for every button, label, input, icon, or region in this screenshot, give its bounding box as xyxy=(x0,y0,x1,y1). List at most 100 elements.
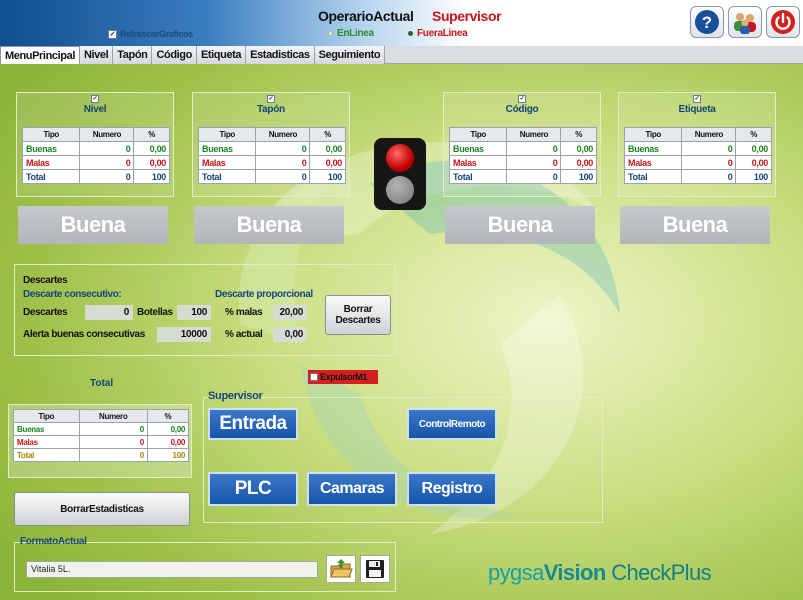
power-icon xyxy=(771,10,795,34)
traffic-light-indicator xyxy=(374,138,426,210)
tab-etiqueta[interactable]: Etiqueta xyxy=(196,46,247,64)
column-header: % xyxy=(309,127,346,142)
row-percent: 0,00 xyxy=(309,141,346,156)
bad-percent-label: % malas xyxy=(225,307,263,318)
column-header: Tipo xyxy=(21,127,81,142)
row-number: 0 xyxy=(681,141,737,156)
plc-button[interactable]: PLC xyxy=(208,472,298,506)
title-bar: ✓ RefrescarGraficos OperarioActual Super… xyxy=(0,0,803,46)
help-button[interactable]: ? xyxy=(690,6,724,38)
clear-statistics-button[interactable]: BorrarEstadisticas xyxy=(14,492,190,526)
checkbox-icon[interactable]: ✓ xyxy=(693,95,701,103)
save-disk-icon xyxy=(366,560,384,578)
tab-menu-principal[interactable]: MenuPrincipal xyxy=(0,46,80,65)
format-title: FormatoActual xyxy=(20,536,87,547)
tab-tapon[interactable]: Tapón xyxy=(113,46,153,64)
status-offline: FueraLinea xyxy=(408,28,468,39)
checkbox-icon[interactable]: ✓ xyxy=(108,29,117,39)
row-type: Buenas xyxy=(448,141,508,156)
row-percent: 0,00 xyxy=(146,435,190,449)
red-light-icon xyxy=(386,144,414,172)
column-header: Numero xyxy=(78,409,148,423)
offline-indicator-icon xyxy=(408,31,413,36)
bottles-value[interactable]: 100 xyxy=(177,305,211,320)
tab-codigo[interactable]: Código xyxy=(152,46,197,64)
discard-panel: Descartes Descarte consecutivo: Descarte… xyxy=(14,264,396,356)
row-number: 0 xyxy=(79,169,135,184)
column-header: Tipo xyxy=(197,127,257,142)
row-type: Malas xyxy=(623,155,683,170)
row-number: 0 xyxy=(506,155,562,170)
row-number: 0 xyxy=(255,155,311,170)
column-header: % xyxy=(146,409,190,423)
refresh-graphics-toggle[interactable]: ✓ RefrescarGraficos xyxy=(108,29,193,39)
metric-title: ✓ Código xyxy=(444,95,600,115)
current-percent-value[interactable]: 0,00 xyxy=(273,327,307,342)
main-tabs: MenuPrincipal Nivel Tapón Código Etiquet… xyxy=(0,46,803,65)
row-percent: 100 xyxy=(133,169,170,184)
supervisor-panel xyxy=(203,397,603,523)
save-format-button[interactable] xyxy=(360,555,390,583)
format-field[interactable]: Vitalia 5L. xyxy=(26,561,318,578)
row-type: Buenas xyxy=(21,141,81,156)
column-header: Numero xyxy=(79,127,135,142)
row-percent: 0,00 xyxy=(146,422,190,436)
tab-nivel[interactable]: Nivel xyxy=(79,46,114,64)
entrada-button[interactable]: Entrada xyxy=(208,408,298,440)
discards-value[interactable]: 0 xyxy=(85,305,133,320)
open-folder-icon xyxy=(330,559,353,578)
registry-button[interactable]: Registro xyxy=(407,472,497,506)
row-percent: 0,00 xyxy=(560,155,597,170)
tab-estadisticas[interactable]: Estadisticas xyxy=(246,46,315,64)
power-button[interactable] xyxy=(766,6,800,38)
good-alert-value[interactable]: 10000 xyxy=(157,327,211,342)
column-header: Tipo xyxy=(448,127,508,142)
row-number: 0 xyxy=(79,141,135,156)
row-number: 0 xyxy=(681,155,737,170)
checkbox-icon[interactable]: ✓ xyxy=(91,95,99,103)
row-type: Total xyxy=(448,169,508,184)
column-header: % xyxy=(735,127,772,142)
clear-discards-button[interactable]: Borrar Descartes xyxy=(325,295,391,335)
help-icon: ? xyxy=(695,10,719,34)
remote-control-button[interactable]: ControlRemoto xyxy=(407,408,497,440)
checkbox-icon[interactable] xyxy=(310,373,318,381)
cameras-button[interactable]: Camaras xyxy=(307,472,397,506)
ejector-toggle[interactable]: ExpulsorM1 xyxy=(308,370,378,384)
column-header: % xyxy=(560,127,597,142)
bad-percent-value[interactable]: 20,00 xyxy=(273,305,307,320)
row-number: 0 xyxy=(506,141,562,156)
users-button[interactable] xyxy=(728,6,762,38)
row-type: Malas xyxy=(448,155,508,170)
load-format-button[interactable] xyxy=(326,555,356,583)
checkbox-icon[interactable]: ✓ xyxy=(518,95,526,103)
status-online-label: EnLinea xyxy=(337,28,374,39)
svg-text:?: ? xyxy=(702,13,712,32)
tab-seguimiento[interactable]: Seguimiento xyxy=(314,46,386,64)
metric-title-text: Código xyxy=(505,104,539,115)
operator-label: OperarioActual xyxy=(318,8,414,24)
column-header: Numero xyxy=(681,127,737,142)
brand-part-2: Vision xyxy=(543,560,607,585)
brand-logo: pygsaVision CheckPlus xyxy=(488,560,712,586)
row-percent: 100 xyxy=(146,448,190,462)
metric-title: ✓ Etiqueta xyxy=(619,95,775,115)
brand-part-3: CheckPlus xyxy=(605,560,712,585)
row-number: 0 xyxy=(506,169,562,184)
checkbox-icon[interactable]: ✓ xyxy=(267,95,275,103)
operator-value: Supervisor xyxy=(432,8,502,24)
supervisor-title: Supervisor xyxy=(208,390,263,402)
metric-title-text: Tapón xyxy=(257,104,285,115)
